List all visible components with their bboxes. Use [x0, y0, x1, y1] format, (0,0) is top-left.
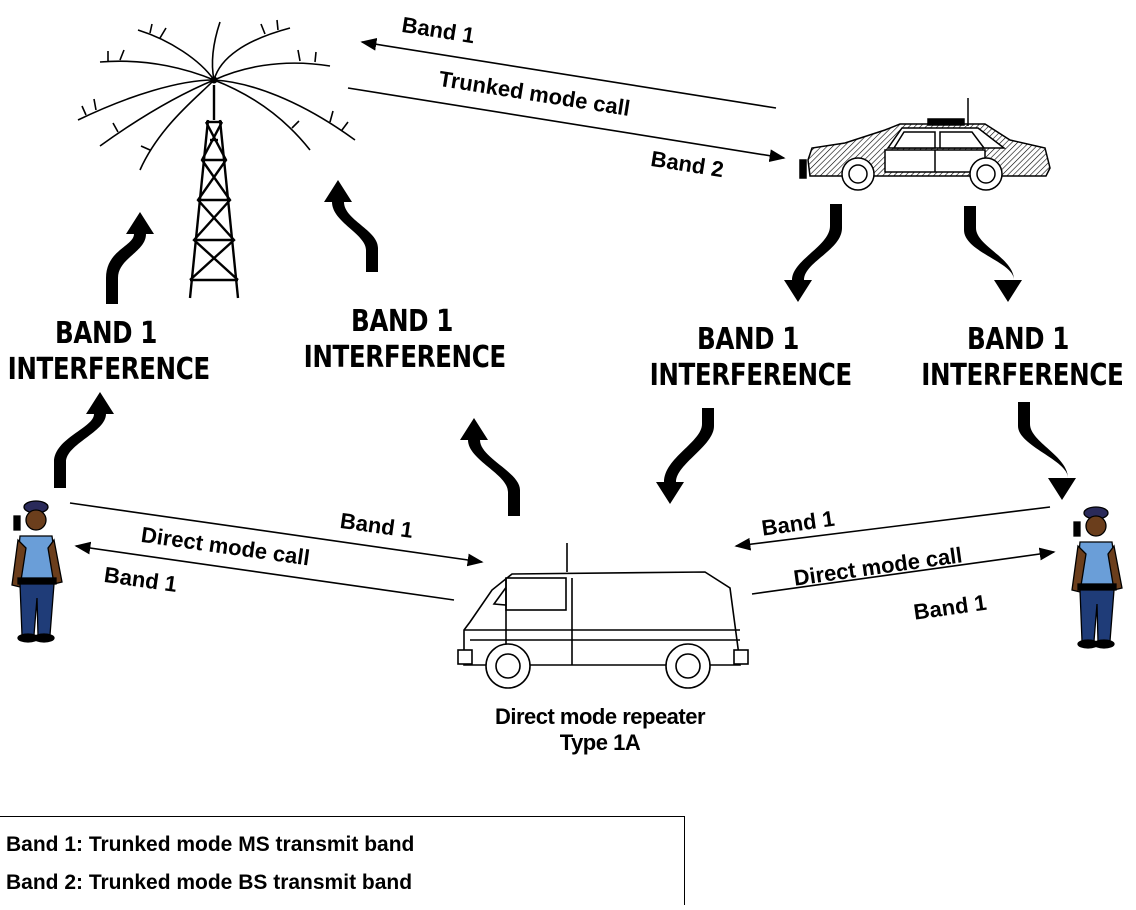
- interference-line1: BAND 1: [966, 322, 1070, 357]
- interference-line2: INTERFERENCE: [7, 352, 211, 387]
- interference-label: BAND 1 INTERFERENCE: [921, 322, 1124, 394]
- tower-car-band1-arrow: [360, 37, 777, 109]
- interference-line2: INTERFERENCE: [649, 358, 853, 393]
- legend-item-band2: Band 2: Trunked mode BS transmit band: [6, 871, 413, 894]
- interference-line1: BAND 1: [54, 316, 158, 351]
- legend-box: Band 1: Trunked mode MS transmit band Ba…: [0, 816, 685, 905]
- repeater-caption-line2: Type 1A: [559, 730, 641, 755]
- police-officer-icon: [11, 500, 63, 643]
- interference-arrow: [784, 204, 842, 302]
- left-band1-top-arrow: [69, 502, 484, 567]
- right-band1-bottom-arrow: [751, 547, 1056, 595]
- tower-car-band2-arrow: [347, 87, 786, 163]
- interference-arrow: [460, 418, 520, 516]
- antenna-tower-icon: [77, 19, 356, 299]
- police-officer-icon: [1071, 506, 1123, 649]
- repeater-caption: Direct mode repeater Type 1A: [440, 704, 760, 756]
- interference-line2: INTERFERENCE: [303, 340, 507, 375]
- interference-arrow: [1018, 402, 1076, 500]
- van-icon: [457, 543, 749, 689]
- police-car-icon: [799, 98, 1051, 191]
- interference-arrow: [106, 212, 154, 304]
- interference-arrow: [54, 392, 114, 488]
- interference-label: BAND 1 INTERFERENCE: [649, 322, 853, 394]
- interference-line2: INTERFERENCE: [921, 358, 1124, 393]
- left-band1-bottom-arrow: [74, 541, 455, 601]
- interference-arrow: [656, 408, 714, 504]
- interference-arrow: [324, 180, 378, 272]
- legend-item-band1: Band 1: Trunked mode MS transmit band: [6, 833, 415, 856]
- interference-arrow: [964, 206, 1022, 302]
- interference-line1: BAND 1: [350, 304, 454, 339]
- right-band1-top-arrow: [734, 506, 1051, 551]
- interference-label: BAND 1 INTERFERENCE: [303, 304, 507, 376]
- interference-line1: BAND 1: [696, 322, 800, 357]
- repeater-caption-line1: Direct mode repeater: [494, 704, 706, 729]
- interference-label: BAND 1 INTERFERENCE: [7, 316, 211, 388]
